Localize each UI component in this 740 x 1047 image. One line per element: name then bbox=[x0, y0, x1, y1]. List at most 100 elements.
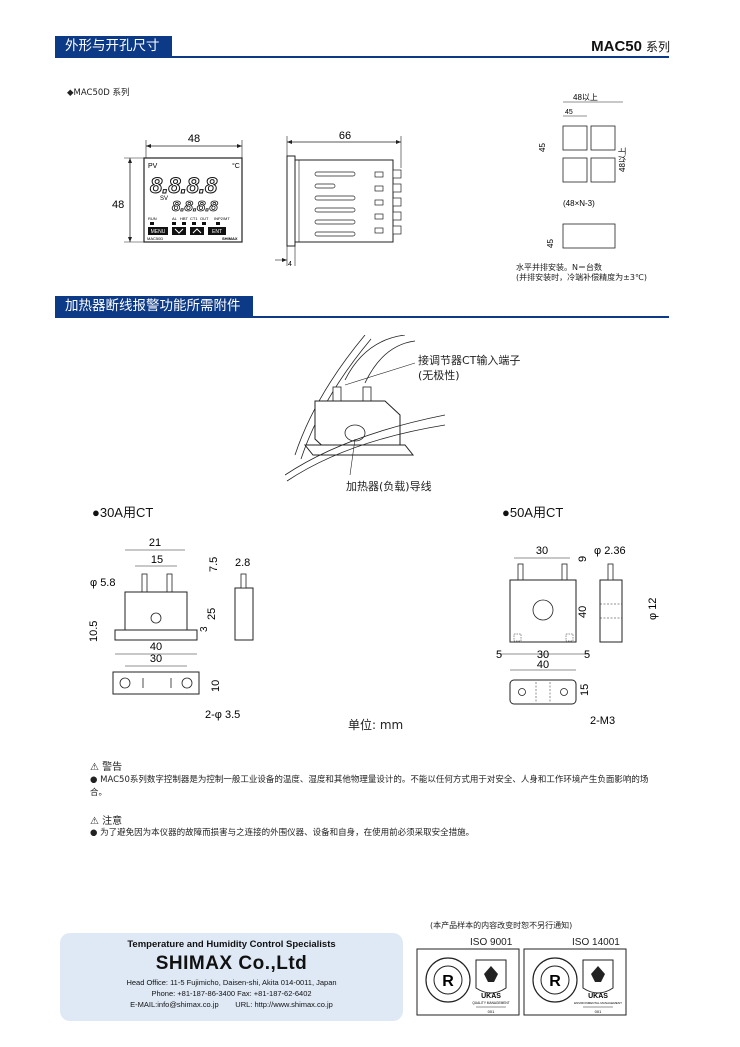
ct50-dim-40-v: 40 bbox=[577, 606, 589, 618]
panel-cutout-diagram: 48以上 45 45 48以上 (48×N-3) 45 bbox=[538, 93, 627, 249]
front-brand-label: SHIMAX bbox=[222, 236, 238, 241]
unit-label: 单位: mm bbox=[348, 718, 404, 732]
ent-label: ENT bbox=[212, 229, 222, 235]
caution-text: 为了避免因为本仪器的故障而损害与之连接的外围仪器、设备和自身，在使用前必须采取安… bbox=[100, 828, 475, 838]
ent-button bbox=[208, 227, 226, 235]
up-arrow-icon bbox=[192, 228, 202, 234]
front-model-label: MAC50D bbox=[147, 236, 163, 241]
ct50-dim-30-bottom: 30 bbox=[537, 649, 549, 661]
change-notice: (本产品样本的内容改变时恕不另行通知) bbox=[430, 921, 573, 930]
address: Head Office: 11-5 Fujimicho, Daisen-shi,… bbox=[126, 978, 337, 987]
indicator-inp2: INP2/MT bbox=[214, 216, 230, 221]
down-button bbox=[172, 227, 186, 235]
front-height-dim: 48 bbox=[112, 199, 124, 211]
up-button bbox=[190, 227, 204, 235]
cutout-note-1: 水平并排安装。N＝台数 bbox=[516, 263, 602, 272]
qm-label: QUALITY MANAGEMENT bbox=[472, 1001, 509, 1005]
front-view-diagram: 48 48 PV °C 8.8.8.8 SV 8.8.8.8 RUN AL HB… bbox=[112, 133, 243, 243]
ct30-dim-15: 15 bbox=[151, 554, 163, 566]
ct-perspective-diagram bbox=[285, 335, 445, 482]
section-title: 加热器断线报警功能所需附件 bbox=[55, 296, 253, 317]
ct30-dim-40: 40 bbox=[150, 641, 162, 653]
model-name: MAC50 bbox=[591, 38, 642, 55]
ct-wire-label: 加热器(负载)导线 bbox=[346, 480, 432, 493]
section-title: 外形与开孔尺寸 bbox=[55, 36, 172, 57]
pv-label: PV bbox=[148, 163, 158, 170]
indicator-ct1: CT1 bbox=[190, 216, 198, 221]
ct30-dim-10.5: 10.5 bbox=[88, 621, 100, 642]
ct50-dim-5-left: 5 bbox=[496, 649, 502, 661]
deg-label: °C bbox=[232, 162, 240, 170]
website-url[interactable]: URL: http://www.shimax.co.jp bbox=[235, 1000, 333, 1009]
ct30-dim-2.8: 2.8 bbox=[235, 557, 250, 569]
ct30-title: ●30A用CT bbox=[92, 505, 154, 520]
side-view-diagram: 66 4 bbox=[275, 130, 402, 268]
cutout-pitch-dim: 48以上 bbox=[573, 93, 598, 102]
ct30-dim-10: 10 bbox=[210, 680, 222, 692]
section-header-outline: 外形与开孔尺寸 bbox=[55, 36, 669, 58]
caution-triangle-icon: ⚠ bbox=[90, 816, 99, 827]
svg-text:R: R bbox=[549, 973, 561, 990]
email[interactable]: E-MAIL:info@shimax.co.jp bbox=[130, 1000, 219, 1009]
svg-text:R: R bbox=[442, 973, 454, 990]
ct30-dim-30: 30 bbox=[150, 653, 162, 665]
iso9001-label: ISO 9001 bbox=[470, 937, 513, 948]
cutout-top-dim: 45 bbox=[565, 109, 573, 116]
ukas-label: UKAS bbox=[481, 993, 501, 1000]
warning-heading: ⚠ 警告 bbox=[90, 758, 122, 773]
menu-button bbox=[148, 227, 168, 235]
warning-triangle-icon: ⚠ bbox=[90, 762, 99, 773]
indicator-run: RUN bbox=[148, 216, 157, 221]
ct50-dim-40-h: 40 bbox=[537, 659, 549, 671]
ct30-dim-25: 25 bbox=[206, 608, 218, 620]
ct50-dim-phi12: φ 12 bbox=[647, 598, 659, 620]
ct30-dim-3: 3 bbox=[199, 626, 210, 632]
ct30-dim-21: 21 bbox=[149, 537, 161, 549]
bullet-icon: ● bbox=[90, 828, 98, 838]
caution-title: 注意 bbox=[102, 816, 123, 827]
ct30-dim-phi5.8: φ 5.8 bbox=[90, 577, 115, 589]
iso14001-label: ISO 14001 bbox=[572, 937, 620, 948]
cutout-right-dim: 48以上 bbox=[618, 147, 627, 172]
ct30-dim-2phi3.5: 2-φ 3.5 bbox=[205, 709, 240, 721]
ct50-dim-30: 30 bbox=[536, 545, 548, 557]
company-info-box: Temperature and Humidity Control Special… bbox=[60, 933, 403, 1021]
em-label: ENVIRONMENTAL MANAGEMENT bbox=[574, 1001, 622, 1005]
cert-number: 001 bbox=[595, 1009, 602, 1014]
front-width-dim: 48 bbox=[188, 133, 200, 145]
model-subtitle: ◆MAC50D 系列 bbox=[67, 88, 130, 98]
ct50-title: ●50A用CT bbox=[502, 505, 564, 520]
ct50-dim-2m3: 2-M3 bbox=[590, 715, 615, 727]
menu-label: MENU bbox=[151, 229, 166, 235]
tagline: Temperature and Humidity Control Special… bbox=[127, 939, 336, 950]
sv-display: 8.8.8.8 bbox=[172, 198, 219, 215]
caution-heading: ⚠ 注意 bbox=[90, 812, 122, 827]
panel-thickness-dim: 4 bbox=[288, 261, 292, 268]
ct30-dim-7.5: 7.5 bbox=[208, 557, 220, 572]
side-depth-dim: 66 bbox=[339, 130, 351, 142]
ukas-label: UKAS bbox=[588, 993, 608, 1000]
caution-text-block: ● 为了避免因为本仪器的故障而损害与之连接的外围仪器、设备和自身，在使用前必须采… bbox=[90, 827, 662, 840]
section-rule bbox=[55, 316, 669, 318]
gang-cutout-dim: (48×N-3) bbox=[563, 199, 595, 208]
warning-text-block: ● MAC50系列数字控制器是为控制一般工业设备的温度、湿度和其他物理量设计的。… bbox=[90, 774, 662, 800]
indicator-hbt: HBT bbox=[180, 216, 189, 221]
ct50-dim-9: 9 bbox=[577, 556, 589, 562]
ct50-dim-5-right: 5 bbox=[584, 649, 590, 661]
series-label: 系列 bbox=[645, 40, 670, 54]
gang-cutout-height: 45 bbox=[546, 239, 555, 248]
warning-title: 警告 bbox=[102, 762, 123, 773]
down-arrow-icon bbox=[174, 228, 184, 234]
ct30-drawing: 21 15 7.5 2.8 φ 5.8 25 10.5 3 40 30 10 2… bbox=[88, 537, 254, 721]
warning-text: MAC50系列数字控制器是为控制一般工业设备的温度、湿度和其他物理量设计的。不能… bbox=[90, 775, 649, 798]
sv-label: SV bbox=[160, 196, 168, 202]
contact-line: E-MAIL:info@shimax.co.jp URL: http://www… bbox=[60, 1000, 403, 1009]
ct50-dim-phi2.36: φ 2.36 bbox=[594, 545, 626, 557]
indicator-out: OUT bbox=[200, 216, 209, 221]
section-rule bbox=[55, 56, 669, 58]
ct-polarity-label: (无极性) bbox=[418, 369, 460, 382]
bullet-icon: ● bbox=[90, 775, 98, 785]
pv-display: 8.8.8.8 bbox=[150, 173, 218, 198]
ct50-dim-15: 15 bbox=[579, 684, 591, 696]
